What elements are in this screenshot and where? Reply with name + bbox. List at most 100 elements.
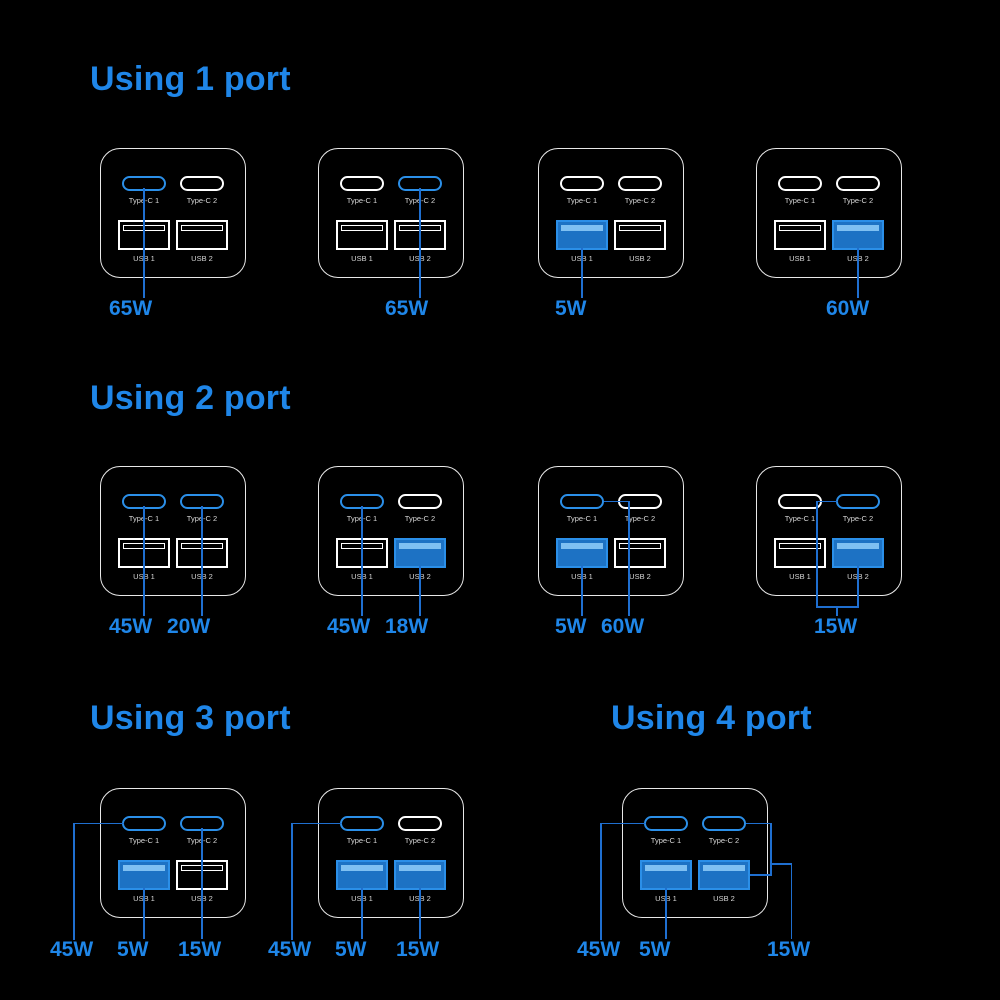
port-label-typec1: Type-C 1 — [566, 196, 598, 205]
charger-body — [100, 466, 246, 596]
wire-usb2-to-watt — [419, 888, 421, 939]
section-title-using-1-port: Using 1 port — [90, 60, 291, 98]
port-label-typec2: Type-C 2 — [708, 836, 740, 845]
port-label-typec2: Type-C 2 — [842, 196, 874, 205]
port-usb2[interactable] — [614, 220, 666, 250]
port-typec2[interactable] — [618, 176, 662, 191]
port-label-typec2: Type-C 2 — [186, 196, 218, 205]
port-label-typec1: Type-C 1 — [784, 514, 816, 523]
port-typec2[interactable] — [398, 494, 442, 509]
port-usb2[interactable] — [832, 220, 884, 250]
usb-contact-bar — [561, 225, 603, 231]
diagram-d6: Type-C 1 Type-C 2 USB 1 USB 2 45W 18W — [318, 466, 528, 646]
usb-contact-bar — [779, 543, 821, 549]
charger-body — [756, 148, 902, 278]
port-usb2[interactable] — [394, 860, 446, 890]
wire-merge-joint — [770, 863, 772, 874]
section-title-using-2-port: Using 2 port — [90, 379, 291, 417]
charger-body — [538, 148, 684, 278]
usb-contact-bar — [619, 225, 661, 231]
port-usb1[interactable] — [774, 220, 826, 250]
port-usb2[interactable] — [698, 860, 750, 890]
wire-typec2-to-watt — [201, 506, 203, 616]
port-label-typec2: Type-C 2 — [842, 514, 874, 523]
charger-body — [318, 466, 464, 596]
port-typec1[interactable] — [560, 176, 604, 191]
diagram-d4: Type-C 1 Type-C 2 USB 1 USB 2 60W — [756, 148, 966, 328]
wire-usb2-to-watt — [857, 248, 859, 298]
port-usb1[interactable] — [336, 220, 388, 250]
port-typec1[interactable] — [560, 494, 604, 509]
port-label-usb2: USB 2 — [629, 572, 651, 581]
usb-contact-bar — [123, 865, 165, 871]
usb-contact-bar — [779, 225, 821, 231]
port-label-usb1: USB 1 — [351, 254, 373, 263]
port-label-typec1: Type-C 1 — [346, 196, 378, 205]
charger-body — [538, 466, 684, 596]
watt-label-45w: 45W — [327, 615, 371, 638]
port-label-typec2: Type-C 2 — [624, 514, 656, 523]
wire-usb1-to-watt — [361, 888, 363, 939]
port-typec2[interactable] — [398, 816, 442, 831]
port-label-typec2: Type-C 2 — [624, 196, 656, 205]
port-usb1[interactable] — [118, 860, 170, 890]
wire-typec1-elbow-vertical — [73, 822, 75, 940]
wire-typec1-to-watt — [143, 188, 145, 298]
charger-body — [100, 148, 246, 278]
watt-label-15w: 15W — [814, 615, 858, 638]
watt-label-18w: 18W — [385, 615, 429, 638]
charger-body — [318, 148, 464, 278]
wire-usb2-to-watt — [419, 566, 421, 616]
wire-typec2-to-watt — [419, 188, 421, 298]
diagram-d1: Type-C 1 Type-C 2 USB 1 USB 2 65W — [100, 148, 310, 328]
watt-label-60w: 60W — [826, 297, 870, 320]
port-usb1[interactable] — [774, 538, 826, 568]
port-usb2[interactable] — [614, 538, 666, 568]
usb-contact-bar — [837, 225, 879, 231]
diagram-d11: Type-C 1 Type-C 2 USB 1 USB 2 45W 5W 15W — [577, 788, 852, 968]
watt-label-45w: 45W — [577, 938, 621, 961]
watt-label-65w: 65W — [109, 297, 153, 320]
port-usb1[interactable] — [336, 860, 388, 890]
wire-typec1-elbow-vertical — [600, 822, 602, 940]
wire-typec2-elbow-horizontal — [746, 822, 772, 825]
port-usb2[interactable] — [394, 538, 446, 568]
port-typec1[interactable] — [778, 176, 822, 191]
usb-contact-bar — [399, 865, 441, 871]
port-typec2[interactable] — [836, 176, 880, 191]
port-usb2[interactable] — [832, 538, 884, 568]
diagram-d10: Type-C 1 Type-C 2 USB 1 USB 2 45W 5W 15W — [268, 788, 548, 968]
port-usb1[interactable] — [556, 538, 608, 568]
port-typec1[interactable] — [340, 176, 384, 191]
charger-body — [756, 466, 902, 596]
usb-contact-bar — [645, 865, 687, 871]
watt-label-5w: 5W — [639, 938, 671, 961]
usb-contact-bar — [341, 865, 383, 871]
port-label-usb2: USB 2 — [713, 894, 735, 903]
port-typec1[interactable] — [644, 816, 688, 831]
port-usb2[interactable] — [176, 220, 228, 250]
port-usb1[interactable] — [640, 860, 692, 890]
wire-typec1-elbow-horizontal — [604, 500, 630, 503]
wire-typec2-to-watt — [201, 828, 203, 939]
watt-label-45w: 45W — [268, 938, 312, 961]
port-typec2[interactable] — [836, 494, 880, 509]
wire-typec1-elbow-horizontal — [291, 822, 342, 825]
wire-usb1-to-watt — [143, 888, 145, 939]
watt-label-45w: 45W — [50, 938, 94, 961]
usb-contact-bar — [399, 543, 441, 549]
watt-label-15w: 15W — [178, 938, 222, 961]
wire-usb2-drop — [857, 566, 859, 606]
diagram-d9: Type-C 1 Type-C 2 USB 1 USB 2 45W 5W 15W — [50, 788, 330, 968]
wire-typec1-to-watt — [361, 506, 363, 616]
watt-label-45w: 45W — [109, 615, 153, 638]
port-usb1[interactable] — [556, 220, 608, 250]
port-typec1[interactable] — [340, 816, 384, 831]
port-typec2[interactable] — [702, 816, 746, 831]
port-typec2[interactable] — [180, 176, 224, 191]
port-typec1[interactable] — [122, 816, 166, 831]
wire-typec2-elbow-horizontal — [816, 500, 838, 503]
wire-usb1-to-watt — [665, 888, 667, 939]
port-label-typec2: Type-C 2 — [404, 836, 436, 845]
wire-usb1-to-watt — [581, 566, 583, 616]
